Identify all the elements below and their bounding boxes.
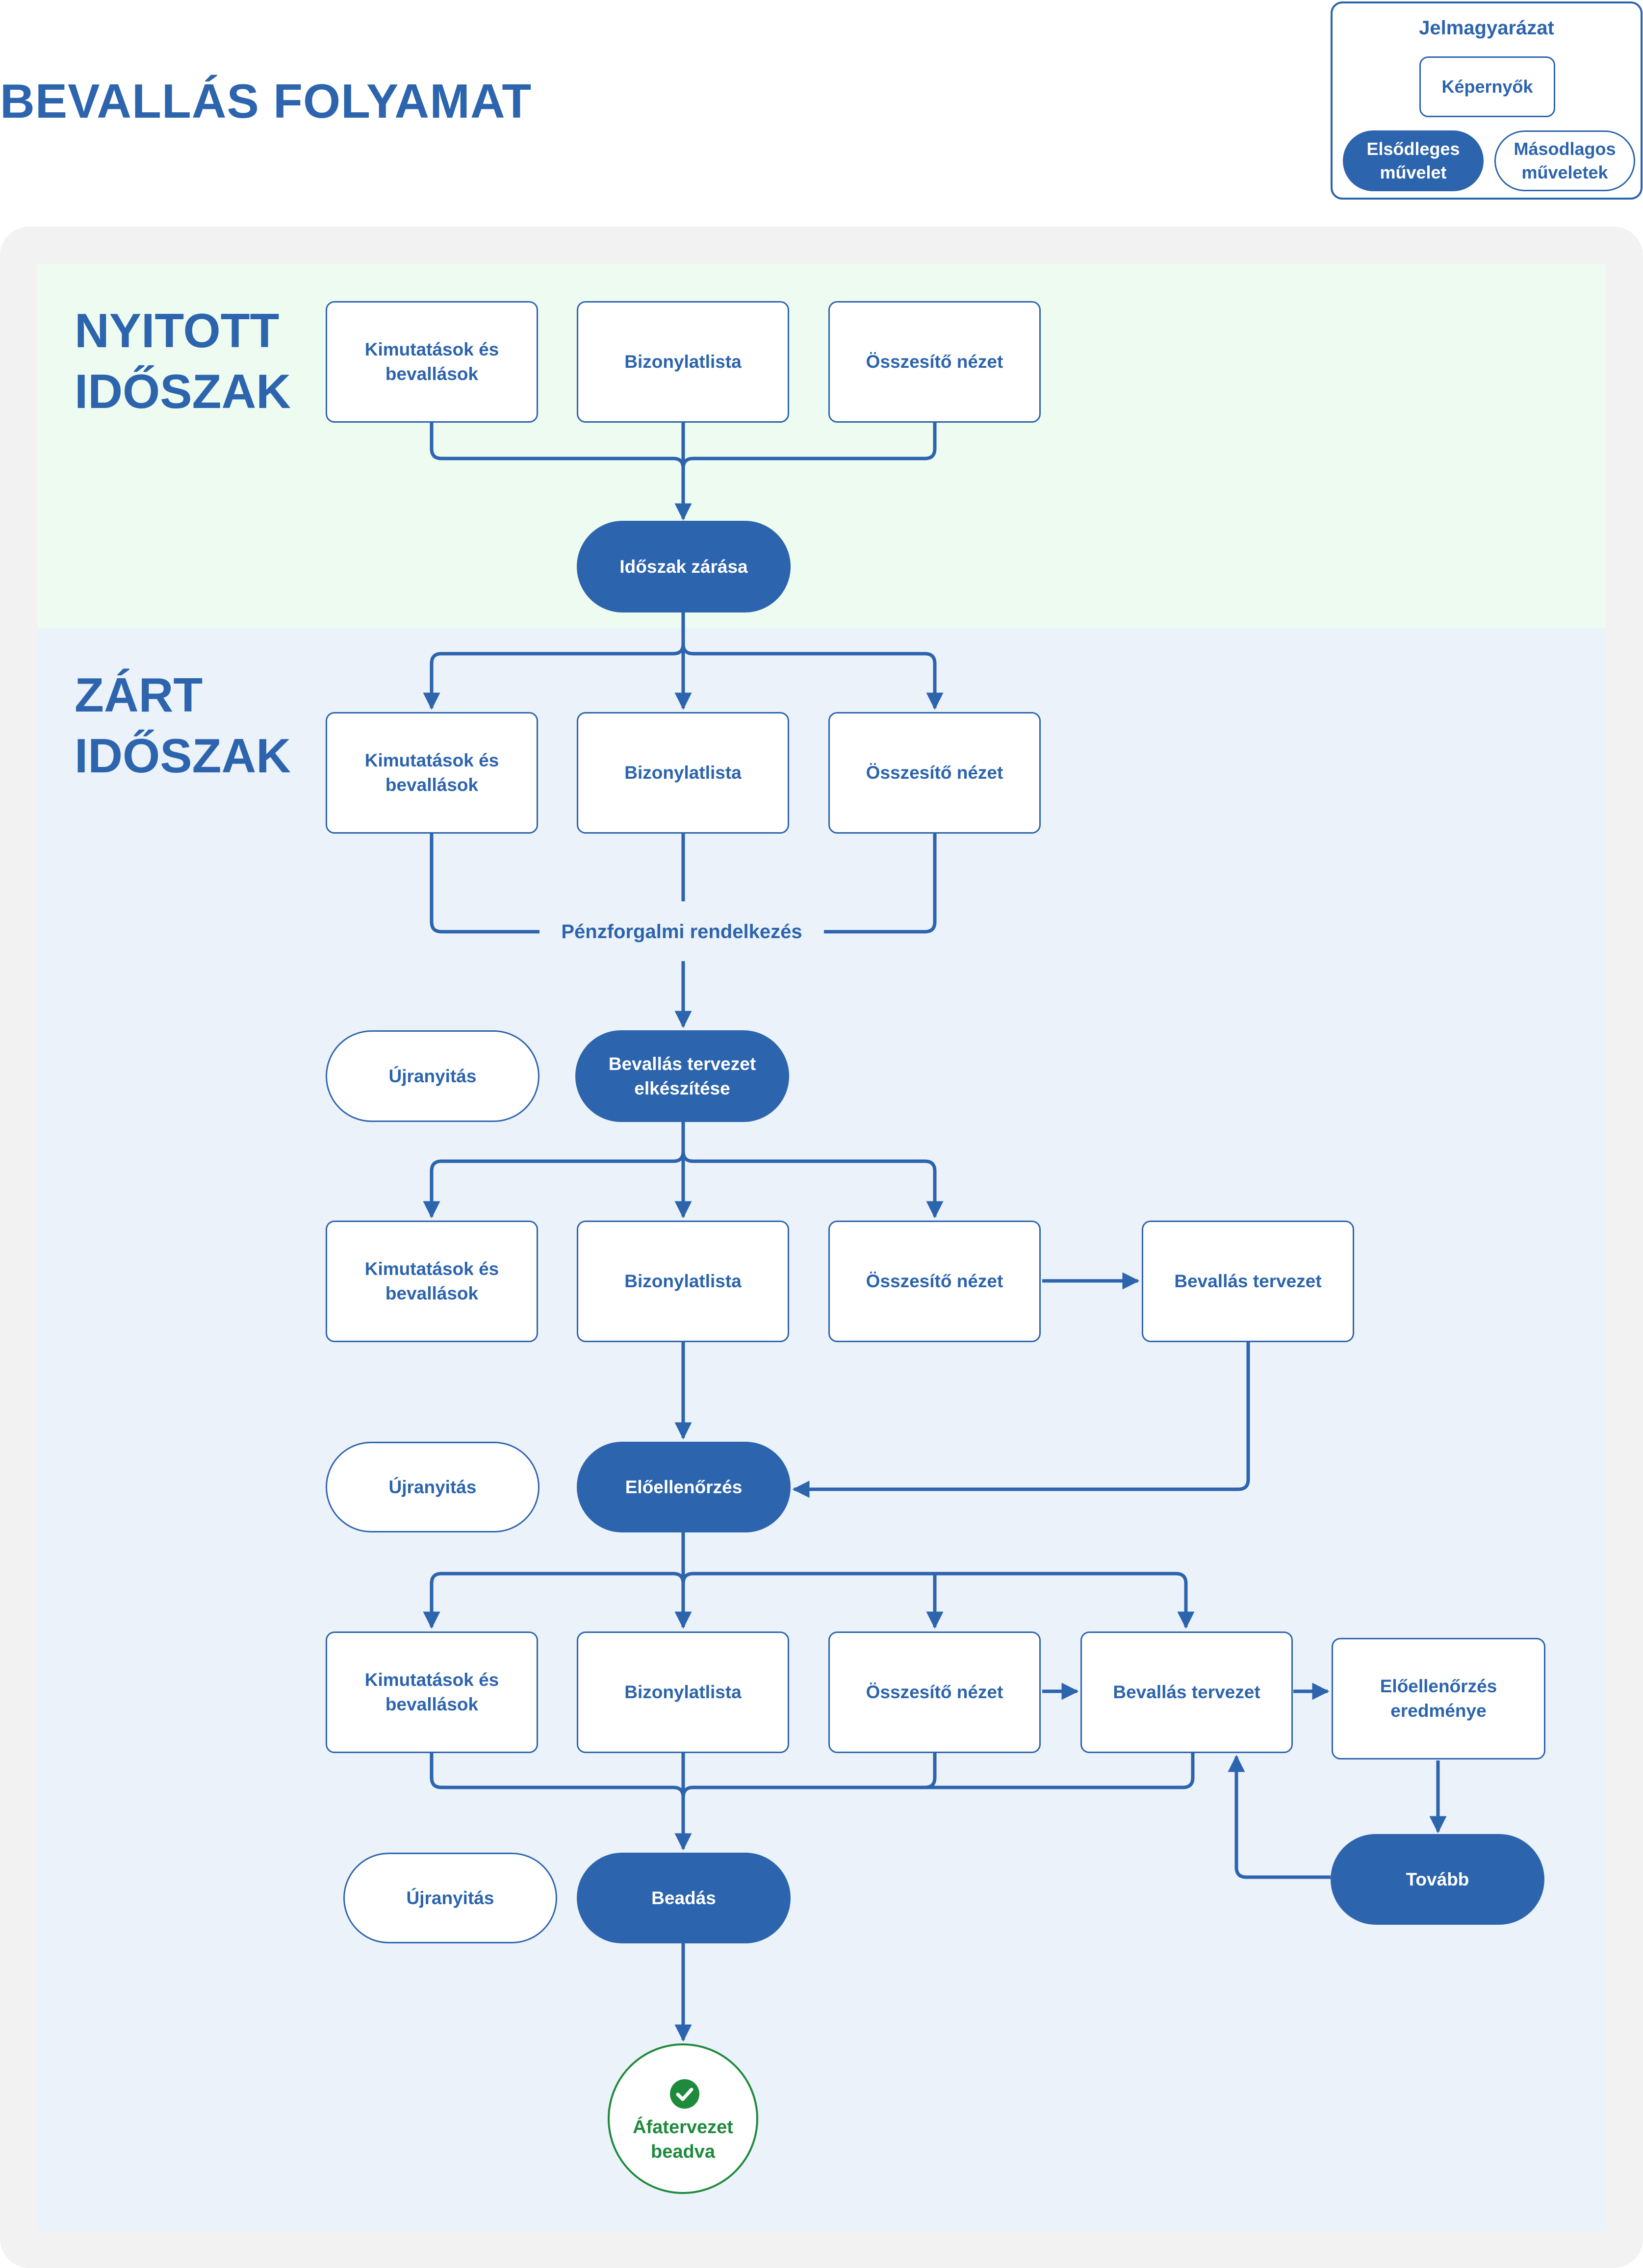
legend-secondary: Másodlagos műveletek [1494, 130, 1635, 191]
screen-reports-closed[interactable]: Kimutatások és bevallások [326, 712, 538, 834]
screen-summary-draft[interactable]: Összesítő nézet [828, 1221, 1041, 1342]
legend-title: Jelmagyarázat [1419, 17, 1554, 39]
screen-draft-precheck[interactable]: Bevallás tervezet [1080, 1631, 1293, 1753]
screen-summary-closed[interactable]: Összesítő nézet [828, 712, 1041, 834]
close-period-button[interactable]: Időszak zárása [577, 521, 791, 612]
screen-summary-precheck[interactable]: Összesítő nézet [828, 1631, 1041, 1753]
final-submitted-state: Áfatervezet beadva [608, 2043, 758, 2194]
screen-reports-precheck[interactable]: Kimutatások és bevallások [326, 1631, 538, 1753]
precheck-button[interactable]: Előellenőrzés [577, 1442, 791, 1532]
reopen-button-1[interactable]: Újranyitás [326, 1030, 539, 1122]
screen-documents-closed[interactable]: Bizonylatlista [577, 712, 789, 834]
continue-button[interactable]: Tovább [1331, 1834, 1544, 1925]
legend: Jelmagyarázat Képernyők Elsődleges művel… [1331, 1, 1643, 200]
open-period-zone [37, 264, 1606, 628]
closed-period-zone [37, 628, 1606, 2231]
page-title: BEVALLÁS FOLYAMAT [0, 74, 532, 128]
closed-period-label: ZÁRT IDŐSZAK [75, 668, 291, 783]
legend-screen: Képernyők [1419, 56, 1555, 117]
prepare-draft-button[interactable]: Bevallás tervezet elkészítése [575, 1030, 789, 1122]
final-label: Áfatervezet beadva [633, 2117, 733, 2162]
open-period-label: NYITOTT IDŐSZAK [75, 304, 291, 418]
screen-summary-open[interactable]: Összesítő nézet [828, 301, 1041, 423]
screen-documents-precheck[interactable]: Bizonylatlista [577, 1631, 789, 1753]
reopen-button-2[interactable]: Újranyitás [326, 1442, 539, 1532]
submit-button[interactable]: Beadás [577, 1853, 791, 1943]
cash-provision-label[interactable]: Pénzforgalmi rendelkezés [539, 917, 824, 946]
screen-precheck-result[interactable]: Előellenőrzés eredménye [1332, 1638, 1545, 1759]
screen-documents-draft[interactable]: Bizonylatlista [577, 1221, 789, 1342]
screen-reports-open[interactable]: Kimutatások és bevallások [326, 301, 538, 423]
check-circle-icon [670, 2079, 699, 2109]
legend-primary: Elsődleges művelet [1343, 130, 1484, 191]
screen-reports-draft[interactable]: Kimutatások és bevallások [326, 1221, 538, 1342]
screen-draft[interactable]: Bevallás tervezet [1142, 1221, 1354, 1342]
screen-documents-open[interactable]: Bizonylatlista [577, 301, 789, 423]
reopen-button-3[interactable]: Újranyitás [343, 1853, 557, 1943]
